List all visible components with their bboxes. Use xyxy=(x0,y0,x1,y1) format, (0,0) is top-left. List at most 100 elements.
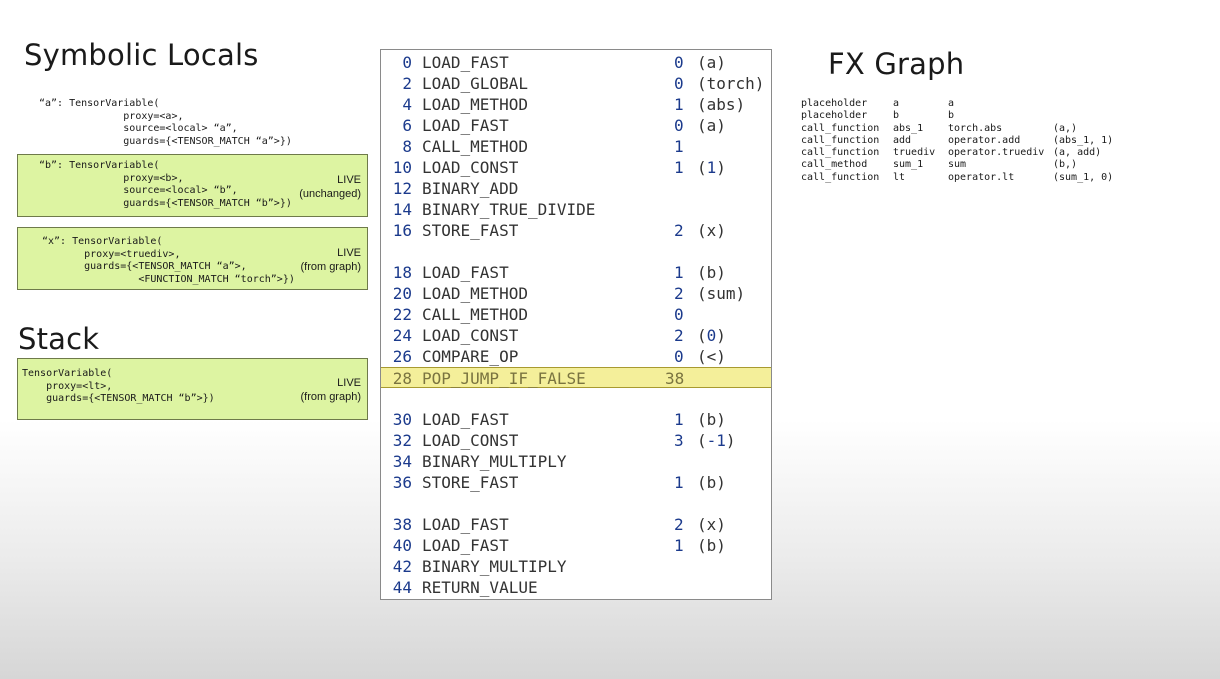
node-name: sum_1 xyxy=(893,159,924,171)
instruction-offset: 30 xyxy=(392,410,412,429)
instruction-arg: 1 xyxy=(674,536,684,555)
node-name: abs_1 xyxy=(893,122,924,134)
node-target: operator.lt xyxy=(948,171,1015,183)
instruction-arg: 0 xyxy=(674,116,684,135)
instruction-arg-repr: (abs) xyxy=(697,95,746,114)
node-name: truediv xyxy=(893,147,936,159)
instruction-opname: COMPARE_OP xyxy=(422,347,519,366)
local-b-variable: “b”: TensorVariable( proxy=<b>, source=<… xyxy=(39,160,292,209)
instruction-arg-repr: (0) xyxy=(697,326,726,345)
node-target: b xyxy=(948,110,955,122)
instruction-arg: 1 xyxy=(674,263,684,282)
instruction-offset: 24 xyxy=(392,326,412,345)
node-opcode: placeholder xyxy=(801,98,868,109)
instruction-opname: LOAD_FAST xyxy=(422,53,509,72)
instruction-opname: CALL_METHOD xyxy=(422,137,528,156)
instruction-offset: 12 xyxy=(392,179,412,198)
instruction-offset: 16 xyxy=(392,221,412,240)
instruction-arg: 0 xyxy=(674,74,684,93)
bytecode-instruction: 44 RETURN_VALUE xyxy=(381,577,771,598)
instruction-arg: 3 xyxy=(674,431,684,450)
live-note: (from graph) xyxy=(300,391,361,403)
node-name: a xyxy=(893,98,900,109)
instruction-arg: 0 xyxy=(674,305,684,324)
node-opcode: call_method xyxy=(801,159,868,171)
instruction-opname: LOAD_CONST xyxy=(422,431,519,450)
bytecode-instruction: 12 BINARY_ADD xyxy=(381,178,771,199)
instruction-arg: 2 xyxy=(674,326,684,345)
instruction-offset: 40 xyxy=(392,536,412,555)
node-args: (abs_1, 1) xyxy=(1053,134,1114,146)
instruction-arg: 1 xyxy=(674,137,684,156)
instruction-opname: STORE_FAST xyxy=(422,473,519,492)
node-target: torch.abs xyxy=(948,122,1003,134)
instruction-arg-repr: (a) xyxy=(697,53,726,72)
node-target: operator.truediv xyxy=(948,147,1045,159)
live-note: (from graph) xyxy=(300,261,361,273)
local-b-status: LIVE (unchanged) xyxy=(299,173,361,201)
node-target: a xyxy=(948,98,955,109)
instruction-offset: 0 xyxy=(402,53,412,72)
instruction-offset: 38 xyxy=(392,515,412,534)
node-target: operator.add xyxy=(948,134,1021,146)
instruction-offset: 36 xyxy=(392,473,412,492)
instruction-offset: 34 xyxy=(392,452,412,471)
instruction-arg: 1 xyxy=(674,158,684,177)
node-args: (sum_1, 0) xyxy=(1053,171,1114,183)
instruction-arg: 0 xyxy=(674,347,684,366)
instruction-arg-repr: (<) xyxy=(697,347,726,366)
local-x-status: LIVE (from graph) xyxy=(300,246,361,274)
bytecode-instruction: 24 LOAD_CONST 2 (0) xyxy=(381,325,771,346)
instruction-opname: STORE_FAST xyxy=(422,221,519,240)
node-name: lt xyxy=(893,171,906,183)
local-x-variable: “x”: TensorVariable( proxy=<truediv>, gu… xyxy=(42,236,295,285)
node-args: (b,) xyxy=(1053,159,1078,171)
instruction-offset: 4 xyxy=(402,95,412,114)
instruction-offset: 2 xyxy=(402,74,412,93)
node-args: (a, add) xyxy=(1053,147,1102,159)
instruction-arg-repr: (b) xyxy=(697,263,726,282)
instruction-arg-repr: (b) xyxy=(697,410,726,429)
instruction-opname: BINARY_TRUE_DIVIDE xyxy=(422,200,596,219)
instruction-arg: 2 xyxy=(674,284,684,303)
instruction-opname: BINARY_MULTIPLY xyxy=(422,452,567,471)
instruction-opname: LOAD_FAST xyxy=(422,536,509,555)
instruction-opname: BINARY_ADD xyxy=(422,179,519,198)
instruction-arg-repr: (sum) xyxy=(697,284,746,303)
instruction-offset: 14 xyxy=(392,200,412,219)
node-opcode: placeholder xyxy=(801,110,868,122)
stack-entry: TensorVariable( proxy=<lt>, guards={<TEN… xyxy=(22,368,215,404)
instruction-offset: 44 xyxy=(392,578,412,597)
instruction-opname: RETURN_VALUE xyxy=(422,578,538,597)
node-name: b xyxy=(893,110,900,122)
instruction-arg-repr: (-1) xyxy=(697,431,736,450)
instruction-offset: 28 xyxy=(392,369,412,388)
instruction-opname: LOAD_METHOD xyxy=(422,95,528,114)
local-b-box: “b”: TensorVariable( proxy=<b>, source=<… xyxy=(17,154,368,217)
instruction-opname: LOAD_CONST xyxy=(422,326,519,345)
instruction-arg-repr: (b) xyxy=(697,473,726,492)
instruction-arg-repr: (torch) xyxy=(697,74,765,93)
instruction-offset: 6 xyxy=(402,116,412,135)
live-label: LIVE xyxy=(337,377,361,389)
instruction-arg-repr: (a) xyxy=(697,116,726,135)
instruction-arg: 38 xyxy=(665,369,685,388)
live-label: LIVE xyxy=(337,247,361,259)
stack-heading: Stack xyxy=(18,322,100,356)
instruction-offset: 20 xyxy=(392,284,412,303)
instruction-offset: 8 xyxy=(402,137,412,156)
bytecode-instruction: 14 BINARY_TRUE_DIVIDE xyxy=(381,199,771,220)
symbolic-locals-heading: Symbolic Locals xyxy=(24,38,259,72)
instruction-offset: 10 xyxy=(392,158,412,177)
